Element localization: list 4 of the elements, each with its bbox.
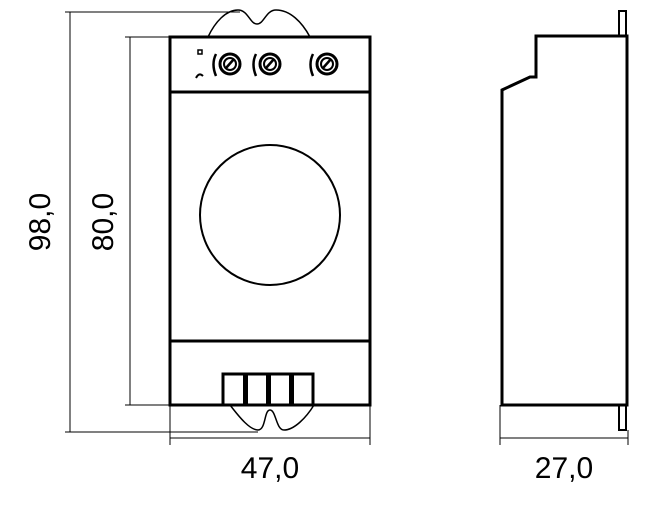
dimension-label: 27,0 (534, 452, 594, 485)
dimension-label: 47,0 (240, 452, 300, 485)
dimension-label: 80,0 (87, 192, 120, 252)
dimension-label: 98,0 (24, 192, 57, 252)
